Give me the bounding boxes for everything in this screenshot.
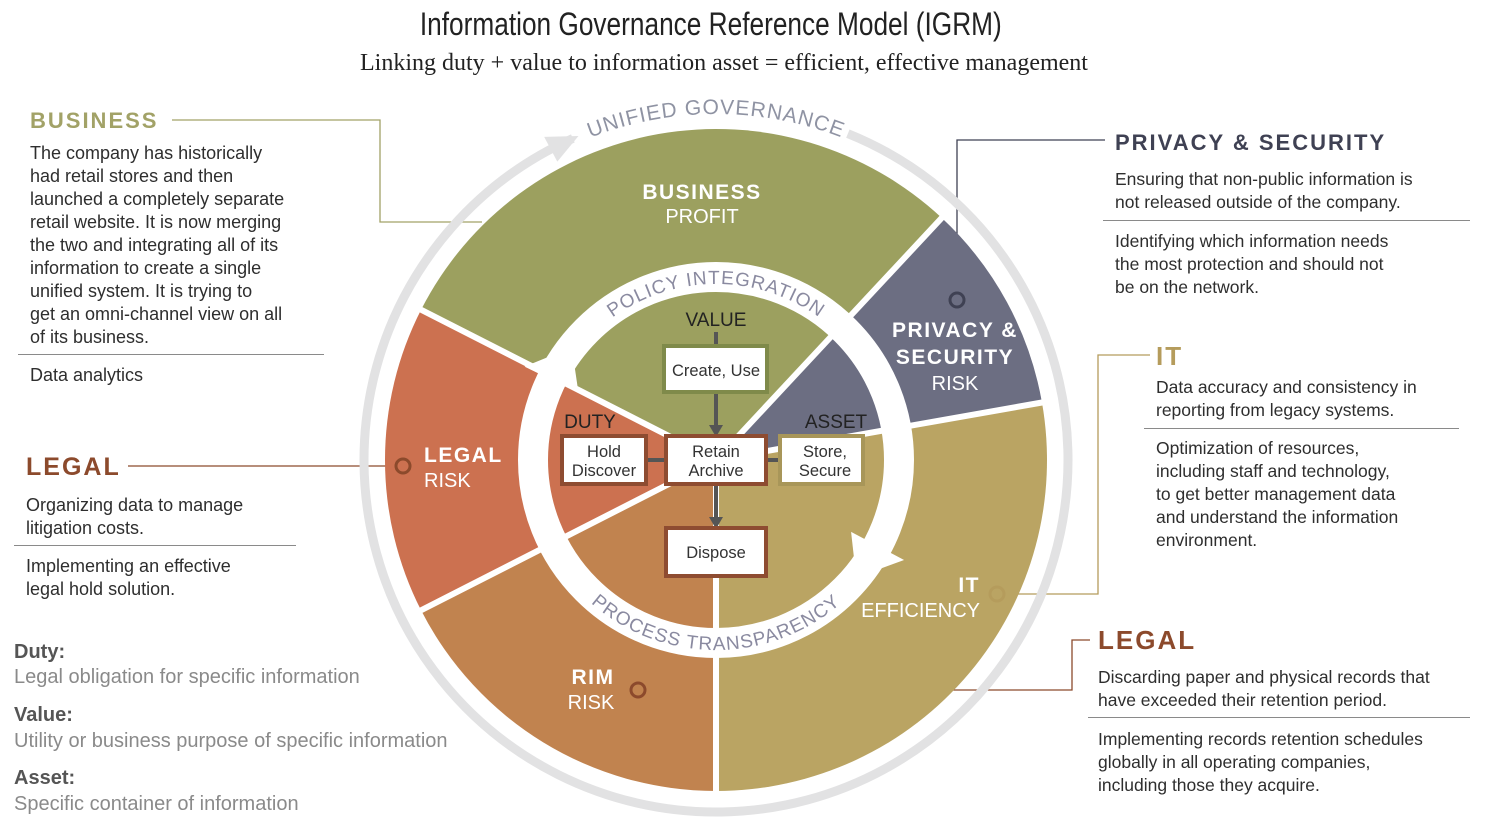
dispose-box — [664, 526, 768, 578]
legal-sector — [385, 309, 716, 611]
business-callout-heading: BUSINESS — [30, 108, 159, 133]
retain-arrowhead-icon — [709, 425, 723, 437]
hold-text: Hold — [587, 443, 621, 461]
duty-label: DUTY — [564, 412, 616, 433]
privacy-sector-subtitle: RISK — [932, 373, 979, 395]
store-secure-box — [778, 434, 865, 486]
value-term: Value: — [14, 704, 73, 726]
business-sector-subtitle: PROFIT — [665, 206, 738, 228]
page-subtitle: Linking duty + value to information asse… — [360, 50, 1088, 76]
inner-ring-arrowhead-right — [851, 531, 905, 578]
unified-governance-arrowhead — [544, 135, 579, 162]
it-callout-dot — [988, 585, 1006, 603]
rim-sector — [421, 460, 716, 791]
legal-right-heading: LEGAL — [1098, 625, 1197, 655]
it-sector-subtitle: EFFICIENCY — [861, 600, 980, 622]
privacy-divider — [1103, 220, 1470, 221]
secure-text: Secure — [799, 462, 851, 480]
asset-description: Specific container of information — [14, 793, 299, 815]
privacy-callout-text: Ensuring that non-public information is … — [1115, 169, 1413, 212]
privacy-sector-title-2: SECURITY — [896, 346, 1014, 369]
privacy-sector-title-1: PRIVACY & — [892, 319, 1018, 342]
asset-label: ASSET — [805, 412, 868, 433]
legal-sector-title: LEGAL — [424, 444, 503, 467]
retain-text: Retain — [692, 443, 740, 461]
sector-separator — [715, 399, 1046, 463]
privacy-callout-heading: PRIVACY & SECURITY — [1115, 130, 1387, 155]
it-sector — [716, 402, 1047, 791]
business-callout-text-2: Data analytics — [30, 365, 144, 385]
legal-left-text: Organizing data to manage litigation cos… — [26, 495, 244, 538]
unified-governance-ring — [359, 129, 1073, 817]
archive-text: Archive — [688, 462, 743, 480]
legal-left-text-2: Implementing an effective legal hold sol… — [26, 556, 231, 599]
inner-process-ring — [518, 262, 914, 658]
rim-sector-subtitle: RISK — [568, 692, 615, 714]
asset-term: Asset: — [14, 767, 76, 789]
rim-callout-dot — [629, 681, 647, 699]
value-description: Utility or business purpose of specific … — [14, 730, 448, 752]
legal-right-divider — [1088, 717, 1470, 718]
it-callout-text-2: Optimization of resources, including sta… — [1156, 438, 1399, 550]
legal-right-text: Discarding paper and physical records th… — [1098, 667, 1430, 710]
privacy-callout-text-2: Identifying which information needs the … — [1115, 231, 1389, 297]
rim-sector-title: RIM — [572, 666, 615, 689]
it-divider — [1144, 428, 1459, 429]
it-sector-title: IT — [958, 574, 980, 597]
legal-sector-subtitle: RISK — [424, 470, 471, 492]
hold-discover-box — [560, 434, 648, 486]
legal-callout-dot — [394, 457, 412, 475]
dispose-text: Dispose — [686, 544, 746, 562]
privacy-callout-dot — [948, 291, 966, 309]
it-leader-line — [1005, 354, 1150, 595]
duty-term: Duty: — [14, 641, 66, 663]
privacy-security-sector — [716, 217, 1042, 460]
dispose-arrowhead-icon — [709, 517, 723, 529]
create-use-box — [662, 344, 769, 394]
inner-ring-arrowhead-left — [524, 347, 579, 393]
page-title: Information Governance Reference Model (… — [0, 6, 1422, 43]
value-label: VALUE — [686, 310, 747, 331]
business-leader-line — [172, 119, 482, 223]
store-text: Store, — [803, 443, 847, 461]
duty-description: Legal obligation for specific informatio… — [14, 666, 360, 688]
sector-separator — [713, 213, 946, 463]
create-use-text: Create, Use — [672, 362, 760, 380]
it-callout-heading: IT — [1156, 341, 1184, 371]
retain-archive-box — [664, 434, 768, 486]
page-title-text: Information Governance Reference Model (… — [420, 6, 1002, 42]
business-sector-title: BUSINESS — [642, 181, 761, 204]
legal-right-text-2: Implementing records retention schedules… — [1098, 729, 1423, 795]
legal-left-divider — [14, 545, 296, 546]
it-callout-text: Data accuracy and consistency in reporti… — [1156, 377, 1417, 420]
business-divider — [18, 354, 324, 355]
discover-text: Discover — [572, 462, 637, 480]
business-callout-text: The company has historically had retail … — [30, 143, 285, 347]
legal-left-heading: LEGAL — [26, 453, 121, 481]
